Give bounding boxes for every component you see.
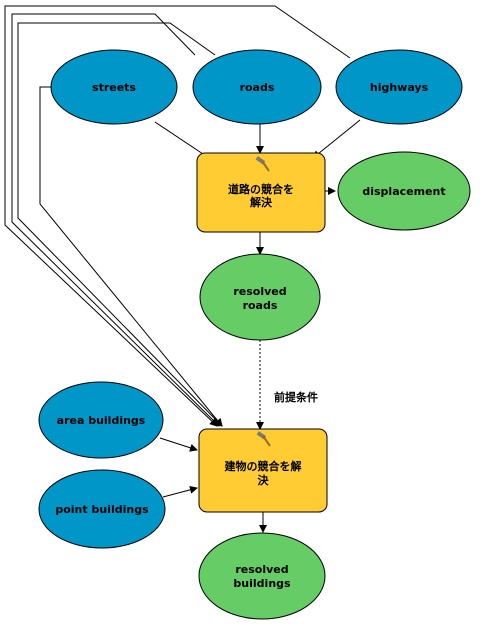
edge-roads-tool2-outer	[11, 13, 220, 427]
edge-highways-tool1	[312, 119, 361, 159]
node-roads-label: roads	[240, 81, 275, 94]
node-streets-label: streets	[92, 81, 136, 94]
edge-highways-tool2	[4, 5, 351, 427]
node-roads[interactable]: roads	[192, 49, 322, 125]
node-area-buildings-label: area buildings	[57, 414, 146, 427]
hammer-icon	[255, 156, 270, 172]
node-area-buildings[interactable]: area buildings	[38, 381, 164, 459]
resolved-roads-label-line2: roads	[243, 299, 278, 312]
node-resolved-buildings[interactable]: resolved buildings	[198, 532, 326, 620]
connectors	[4, 5, 361, 533]
resolved-roads-label-line1: resolved	[233, 285, 286, 298]
tool-resolve-building-conflicts[interactable]: 建物の競合を解 決	[198, 428, 328, 513]
node-resolved-roads[interactable]: resolved roads	[199, 253, 321, 341]
resolved-buildings-label-line1: resolved	[235, 563, 288, 576]
node-highways[interactable]: highways	[335, 49, 463, 125]
resolved-buildings-label-line2: buildings	[233, 577, 291, 590]
tool-resolve-road-conflicts[interactable]: 道路の競合を 解決	[196, 152, 326, 233]
edge-point-buildings-tool2	[162, 485, 198, 498]
tool1-label-line1: 道路の競合を	[228, 182, 294, 196]
tool2-label-line2: 決	[258, 473, 270, 487]
node-highways-label: highways	[370, 81, 429, 94]
edge-roads-tool2	[17, 22, 223, 427]
edge-streets-tool2	[39, 86, 223, 427]
node-displacement[interactable]: displacement	[337, 151, 471, 231]
precondition-label: 前提条件	[274, 390, 318, 404]
node-streets[interactable]: streets	[50, 49, 178, 125]
tool2-label-line1: 建物の競合を解	[225, 459, 302, 473]
hammer-icon	[256, 431, 271, 447]
node-point-buildings-label: point buildings	[55, 503, 149, 516]
edge-area-buildings-tool2	[159, 437, 198, 452]
node-point-buildings[interactable]: point buildings	[38, 469, 166, 549]
node-displacement-label: displacement	[362, 185, 445, 198]
tool1-label-line2: 解決	[250, 195, 273, 209]
